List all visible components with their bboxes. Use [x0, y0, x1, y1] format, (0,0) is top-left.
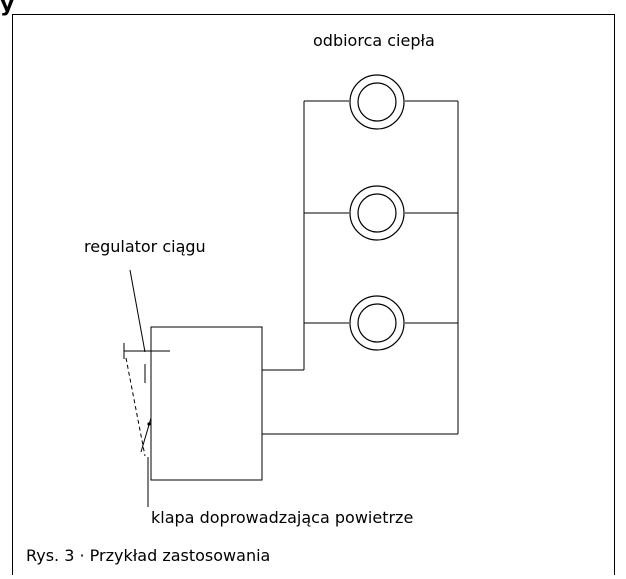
figure-frame	[12, 14, 615, 575]
air-flap-pivot	[147, 422, 151, 426]
figure-caption: Rys. 3 · Przykład zastosowania	[26, 546, 271, 565]
heat-receiver-label: odbiorca ciepła	[313, 31, 435, 50]
regulator-chain	[125, 357, 146, 457]
top-clipped-text: y	[0, 0, 15, 17]
heat-receiver-2-inner	[357, 193, 397, 233]
boiler	[150, 326, 263, 481]
heat-receiver-1-inner	[357, 82, 397, 122]
heat-receiver-3-inner	[357, 303, 397, 343]
regulator-leader-line	[129, 269, 146, 353]
air-flap-label: klapa doprowadzająca powietrze	[151, 508, 414, 527]
draft-regulator-label: regulator ciągu	[84, 237, 206, 256]
